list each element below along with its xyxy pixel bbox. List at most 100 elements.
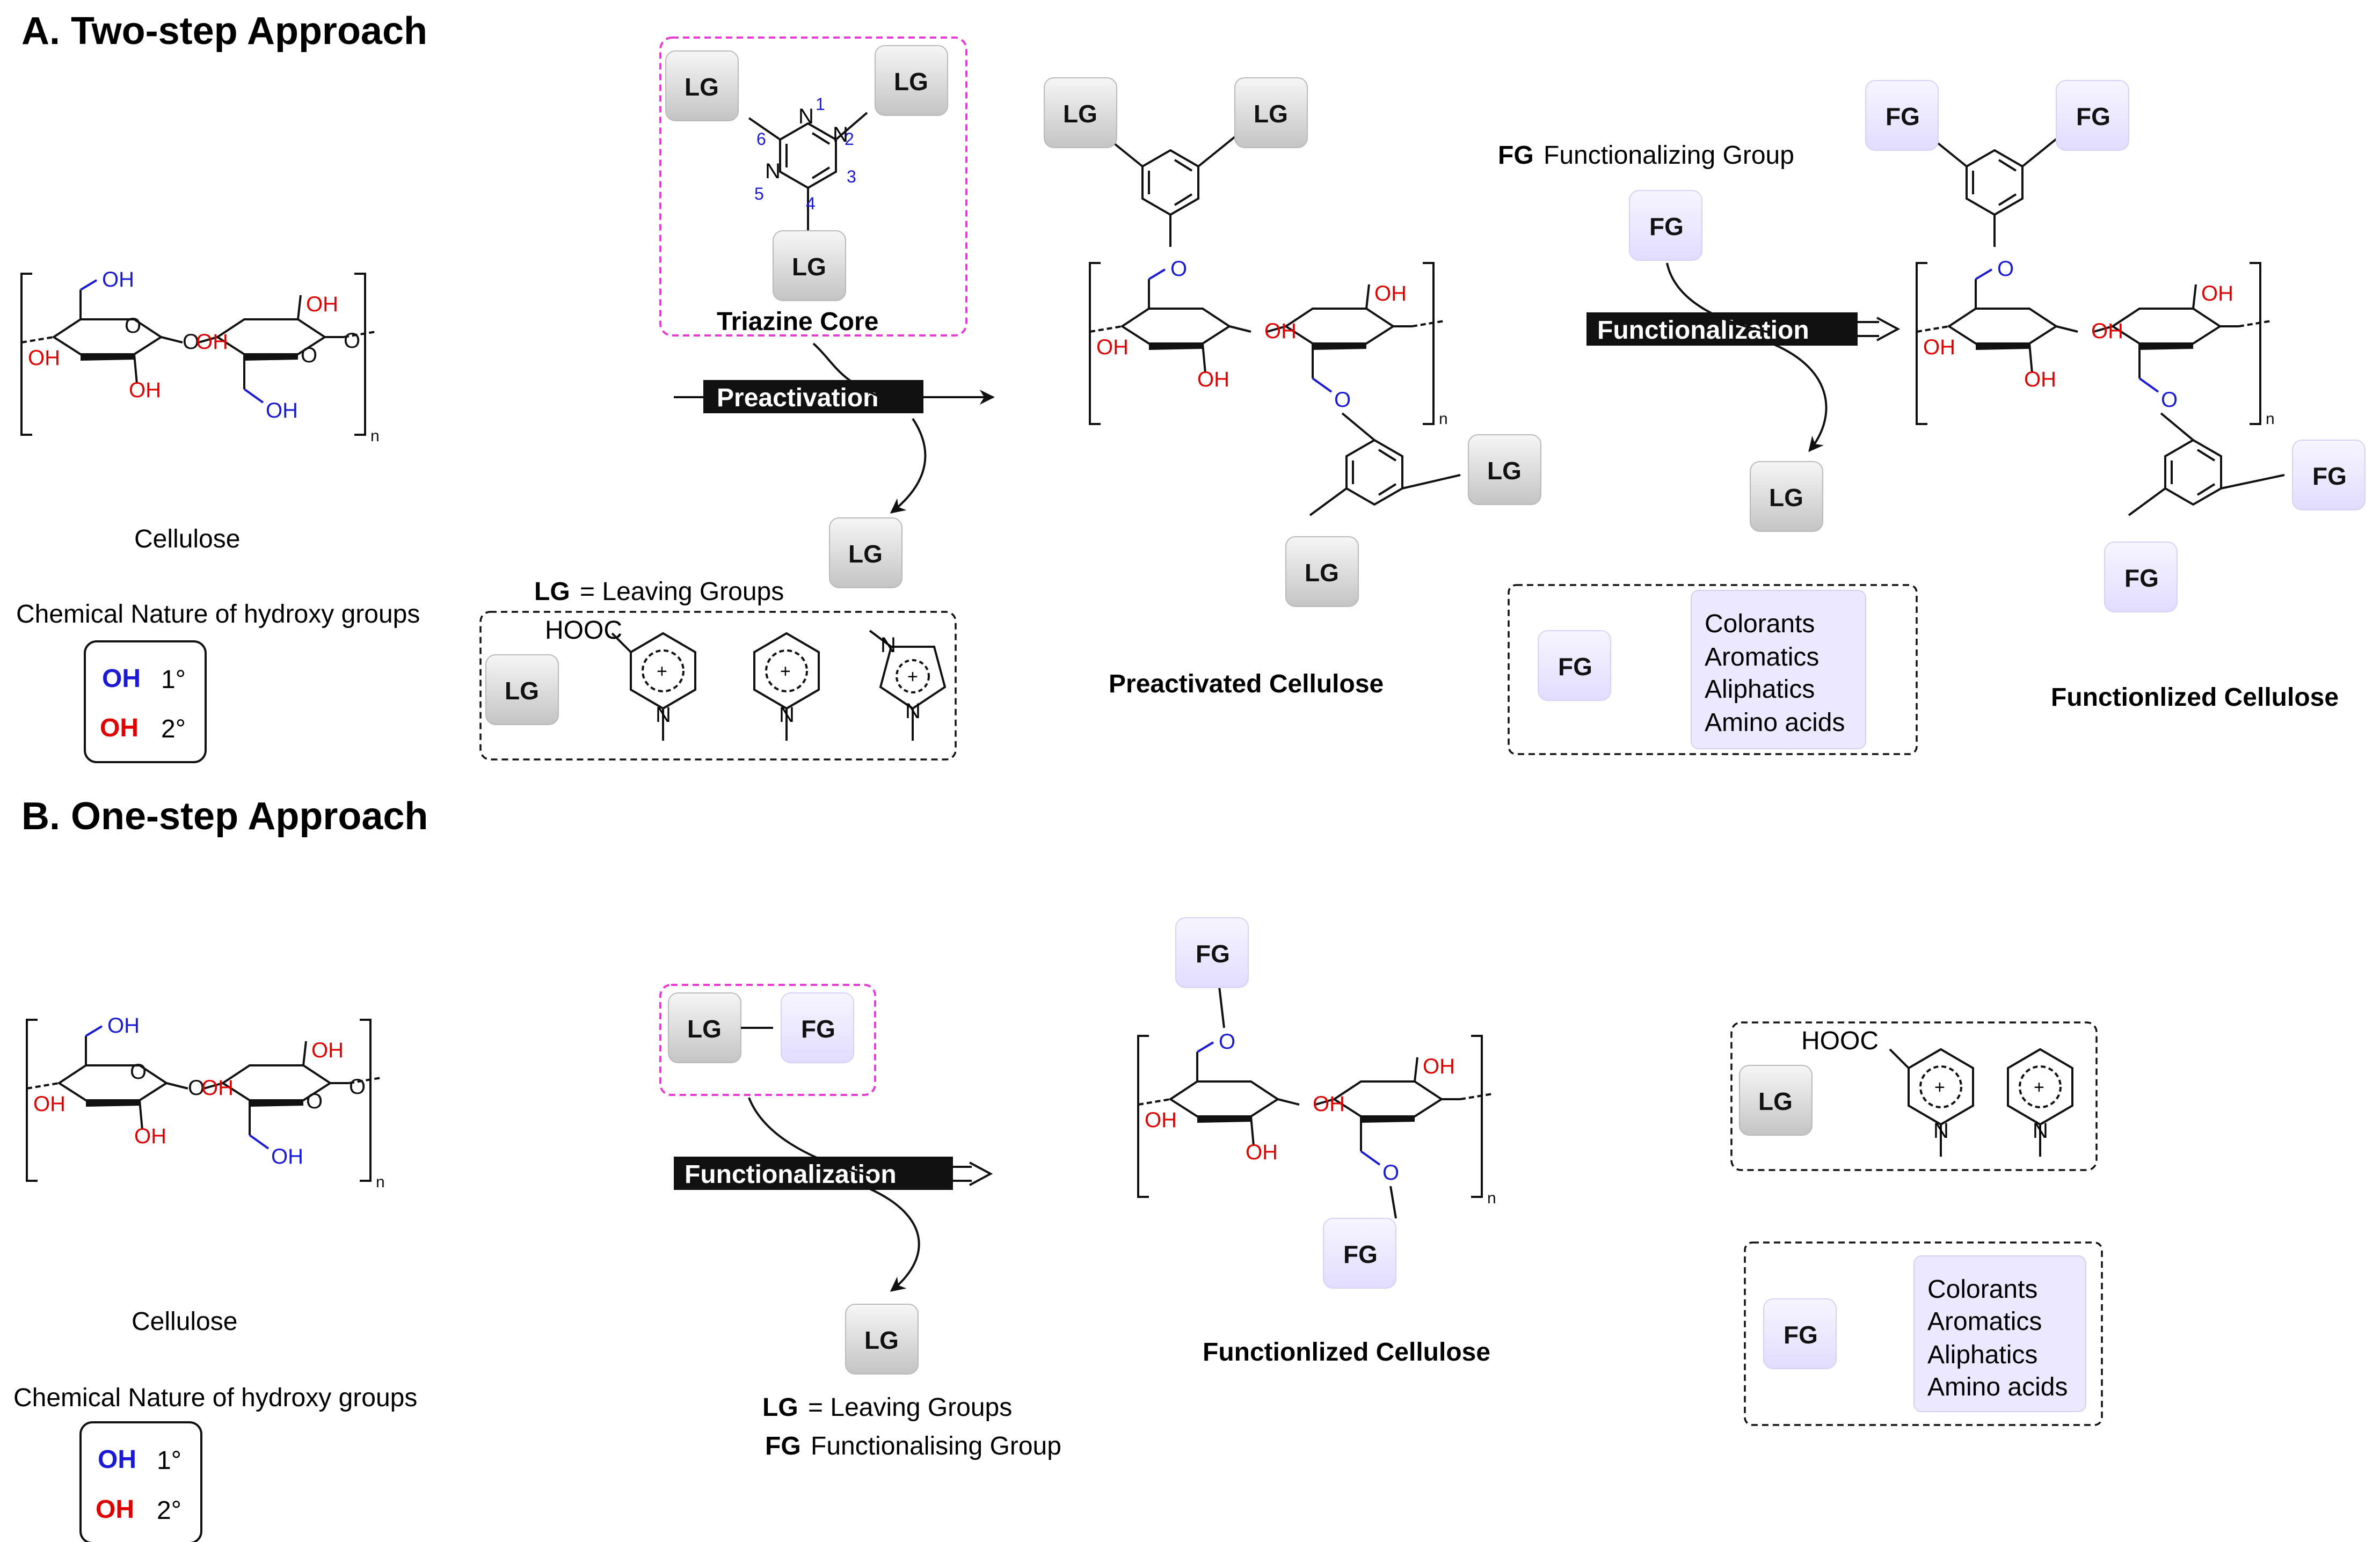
functionalization-label-b: Functionalization	[685, 1160, 897, 1189]
fg-box-func-b-bottom: FG	[1323, 1218, 1396, 1289]
svg-text:N: N	[779, 703, 795, 727]
primary-label-a: 1°	[161, 666, 186, 694]
svg-text:OH: OH	[1313, 1092, 1345, 1116]
fg-box-func-b-top: FG	[1175, 917, 1249, 988]
svg-text:O: O	[1997, 257, 2014, 281]
pyridinium-a: + N	[753, 632, 820, 742]
svg-text:LG: LG	[1487, 457, 1522, 485]
fg-class-b-2: Aliphatics	[1927, 1341, 2037, 1369]
svg-text:O: O	[2161, 388, 2178, 412]
functionalization-label-a: Functionalization	[1597, 316, 1809, 345]
svg-text:OH: OH	[1923, 335, 1955, 359]
preactivated-label: Preactivated Cellulose	[1109, 670, 1384, 698]
lg-examples-box-a	[479, 611, 957, 761]
lg-box-preact-2: LG	[1234, 77, 1308, 148]
svg-text:OH: OH	[2091, 319, 2123, 343]
fg-box-func-1: FG	[1865, 80, 1939, 151]
svg-text:O: O	[130, 1060, 147, 1084]
svg-text:OH: OH	[1423, 1055, 1455, 1078]
fg-class-b-0: Colorants	[1927, 1275, 2037, 1304]
lg-box-preact-1: LG	[1044, 77, 1117, 148]
pyridinium-cooh-a: + N	[611, 632, 696, 742]
svg-text:OH: OH	[1197, 368, 1229, 391]
functionalized-label-b: Functionlized Cellulose	[1203, 1338, 1490, 1366]
fg-box-func-3: FG	[2292, 440, 2366, 510]
svg-text:OH: OH	[196, 330, 228, 354]
svg-text:N: N	[1933, 1119, 1949, 1143]
svg-text:FG: FG	[1649, 213, 1684, 240]
preactivated-triazine-bottom	[1309, 412, 1461, 516]
lg-box-reagent-b: LG	[668, 992, 741, 1063]
svg-text:OH: OH	[134, 1124, 166, 1148]
svg-text:6: 6	[756, 129, 766, 149]
svg-text:OH: OH	[1145, 1108, 1177, 1132]
svg-text:FG: FG	[1784, 1321, 1818, 1349]
svg-text:LG: LG	[792, 253, 826, 281]
svg-text:OH: OH	[306, 293, 338, 316]
svg-text:O: O	[344, 329, 360, 353]
svg-text:O: O	[1219, 1030, 1235, 1054]
lg-fg-reagent-frame	[659, 984, 876, 1096]
svg-text:O: O	[306, 1090, 323, 1113]
svg-text:FG: FG	[2124, 564, 2159, 592]
svg-text:LG: LG	[1758, 1087, 1793, 1115]
svg-text:OH: OH	[129, 378, 161, 402]
lg-examples-box-b	[1730, 1021, 2098, 1171]
fg-class-b-3: Amino acids	[1927, 1373, 2068, 1401]
svg-text:O: O	[1170, 257, 1187, 281]
svg-text:N: N	[905, 699, 921, 723]
svg-text:+: +	[1934, 1077, 1945, 1098]
svg-text:N: N	[656, 703, 671, 727]
pyridinium-cooh-b: + N	[1889, 1048, 1974, 1158]
svg-text:OH: OH	[1096, 335, 1129, 359]
svg-text:LG: LG	[1063, 100, 1097, 128]
lg-released-b: LG	[1750, 461, 1823, 532]
svg-text:OH: OH	[2024, 368, 2056, 391]
svg-text:N: N	[880, 633, 896, 657]
svg-text:FG: FG	[801, 1015, 835, 1043]
functionalized-cellulose-b-structure: O OH OH OH OH O n	[1137, 982, 1496, 1219]
svg-text:OH: OH	[107, 1014, 140, 1037]
svg-text:OH: OH	[2201, 282, 2233, 305]
fg-class-a-2: Aliphatics	[1705, 675, 1815, 704]
lg-released-c: LG	[845, 1304, 919, 1375]
fg-class-b-1: Aromatics	[1927, 1307, 2042, 1336]
lg-release-arrow-c	[869, 1188, 920, 1292]
fg-box-example-a: FG	[1538, 630, 1611, 701]
fg-classes-frame-b	[1744, 1241, 2103, 1426]
hydroxy-legend-a	[84, 640, 207, 763]
svg-text:+: +	[2034, 1077, 2044, 1098]
triazine-core-frame	[659, 36, 967, 337]
triazine-core-label: Triazine Core	[717, 308, 878, 336]
svg-text:LG: LG	[1769, 484, 1803, 511]
fg-box-reagent-b: FG	[781, 992, 854, 1063]
svg-text:O: O	[188, 1076, 205, 1100]
fg-class-a-3: Amino acids	[1705, 708, 1845, 737]
triazine-core-structure: N N N 1 2 3 4 5 6	[748, 94, 868, 231]
fg-def-text-a: Functionalizing Group	[1544, 141, 1794, 170]
svg-text:LG: LG	[685, 73, 719, 101]
imidazolium-a: N N +	[869, 630, 947, 741]
fg-box-example-b: FG	[1763, 1298, 1837, 1369]
functionalized-cellulose-a-structure: O OH OH OH OH O n	[1916, 257, 2275, 428]
svg-text:3: 3	[847, 167, 856, 186]
svg-text:OH: OH	[33, 1092, 65, 1116]
svg-text:O: O	[125, 314, 141, 338]
fg-box-func-2: FG	[2056, 80, 2129, 151]
svg-text:1: 1	[816, 94, 825, 114]
fg-def-bold-b: FG	[765, 1432, 801, 1460]
functionalized-triazine-bottom	[2128, 412, 2285, 516]
hydroxy-title-a: Chemical Nature of hydroxy groups	[16, 600, 420, 629]
svg-text:N: N	[798, 105, 814, 128]
cellulose-b-structure: OH OH OH O O O O OH OH OH n	[26, 1014, 385, 1191]
fg-box-func-4: FG	[2104, 542, 2178, 612]
svg-text:O: O	[183, 330, 199, 354]
hydroxy-legend-b	[79, 1421, 202, 1542]
svg-text:FG: FG	[2076, 103, 2110, 130]
svg-text:OH: OH	[266, 399, 298, 422]
lg-released-a: LG	[829, 517, 902, 588]
svg-text:n: n	[1487, 1189, 1496, 1207]
svg-text:OH: OH	[102, 268, 134, 291]
svg-text:OH: OH	[201, 1076, 234, 1100]
lg-def-bold-a: LG	[534, 578, 570, 606]
